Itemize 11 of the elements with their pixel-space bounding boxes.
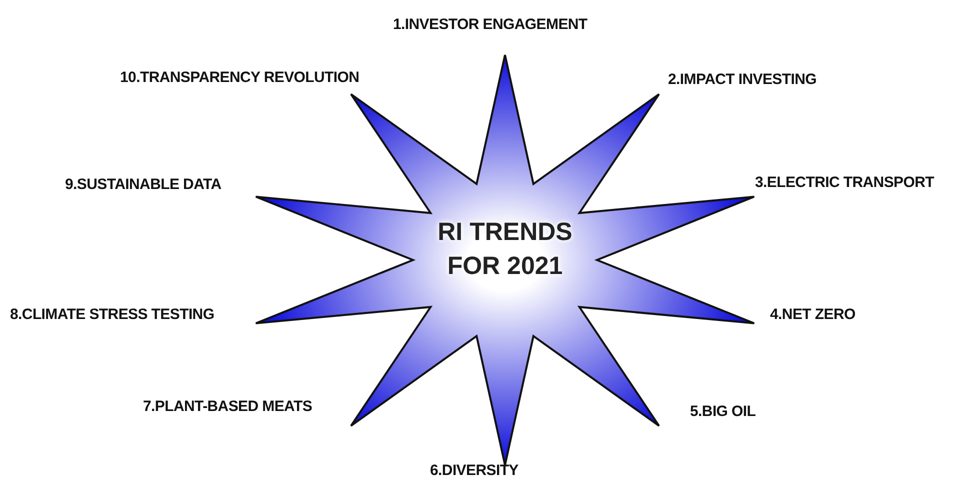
trend-label: 2.IMPACT INVESTING	[668, 71, 817, 88]
trend-label: 3.ELECTRIC TRANSPORT	[755, 174, 934, 191]
trend-label: 8.CLIMATE STRESS TESTING	[10, 306, 214, 323]
trend-label: 6.DIVERSITY	[430, 462, 518, 479]
trend-label: 1.INVESTOR ENGAGEMENT	[393, 16, 588, 33]
center-title: RI TRENDS FOR 2021	[436, 217, 574, 282]
trend-label: 10.TRANSPARENCY REVOLUTION	[120, 69, 360, 86]
trend-label: 9.SUSTAINABLE DATA	[65, 176, 222, 193]
trend-label: 5.BIG OIL	[690, 403, 756, 420]
trend-label: 7.PLANT-BASED MEATS	[143, 398, 312, 415]
trend-label: 4.NET ZERO	[770, 306, 856, 323]
